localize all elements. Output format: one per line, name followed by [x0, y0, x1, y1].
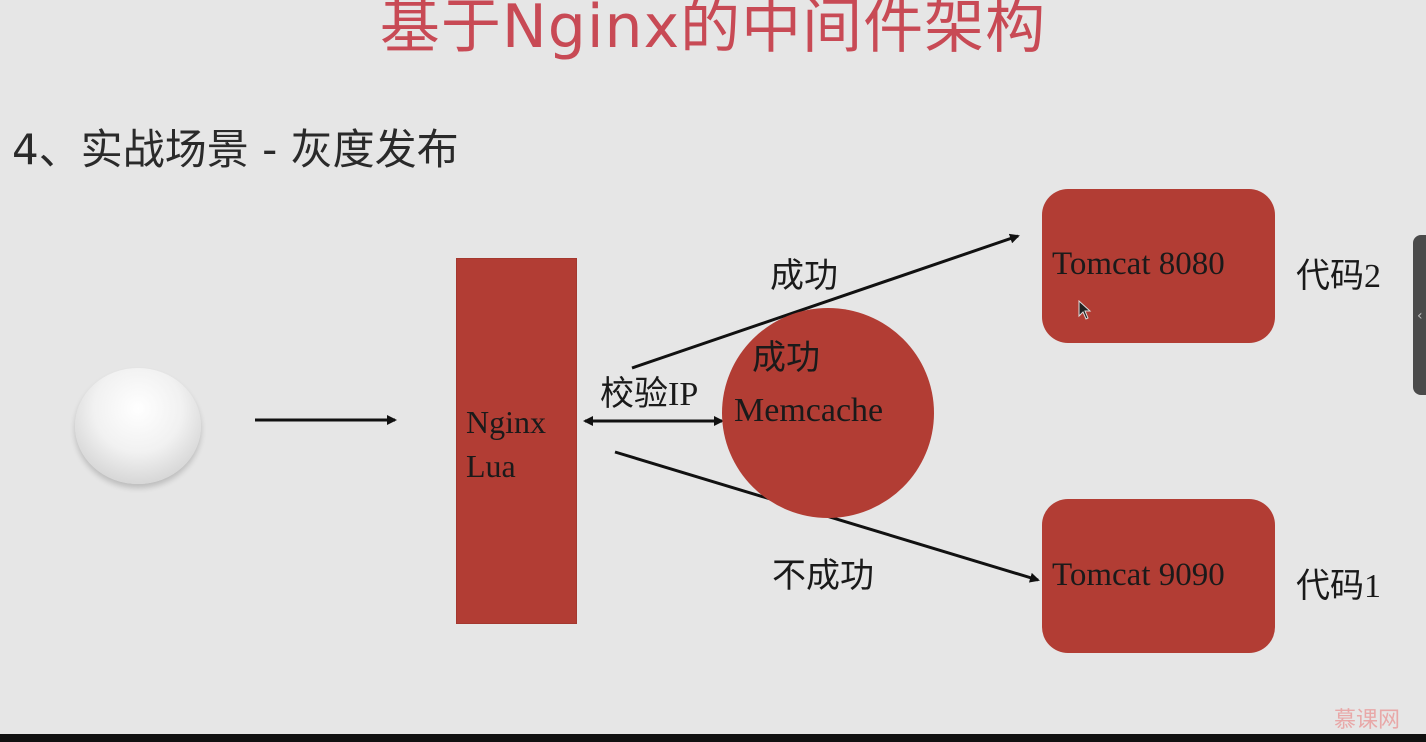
client-node — [75, 368, 201, 484]
edge-label-verify-ip: 校验IP — [600, 376, 699, 413]
edge-label-success-top: 成功 — [770, 258, 838, 295]
code-2-label: 代码2 — [1296, 258, 1381, 295]
slide-subtitle: 4、实战场景 - 灰度发布 — [12, 125, 459, 174]
tomcat-9090-label: Tomcat 9090 — [1052, 557, 1225, 593]
slide-title: 基于Nginx的中间件架构 — [379, 0, 1047, 62]
memcache-node — [722, 308, 934, 518]
tomcat-9090-node — [1042, 499, 1275, 653]
edge-label-fail: 不成功 — [772, 558, 874, 595]
memcache-label: Memcache — [734, 392, 884, 429]
mouse-cursor-icon — [1078, 300, 1092, 320]
watermark-logo: 慕课网 — [1334, 708, 1401, 733]
bottom-bar — [0, 734, 1426, 742]
nginx-lua-label: Nginx Lua — [466, 400, 546, 488]
tomcat-8080-label: Tomcat 8080 — [1052, 246, 1225, 282]
edge-label-success-memcache: 成功 — [752, 340, 820, 377]
nginx-label-line1: Nginx — [466, 404, 546, 440]
nginx-label-line2: Lua — [466, 448, 516, 484]
tomcat-8080-node — [1042, 189, 1275, 343]
chevron-left-icon[interactable]: ‹ — [1417, 308, 1423, 324]
nginx-lua-node — [456, 258, 577, 624]
code-1-label: 代码1 — [1296, 568, 1381, 605]
side-panel-handle[interactable] — [1413, 235, 1426, 395]
